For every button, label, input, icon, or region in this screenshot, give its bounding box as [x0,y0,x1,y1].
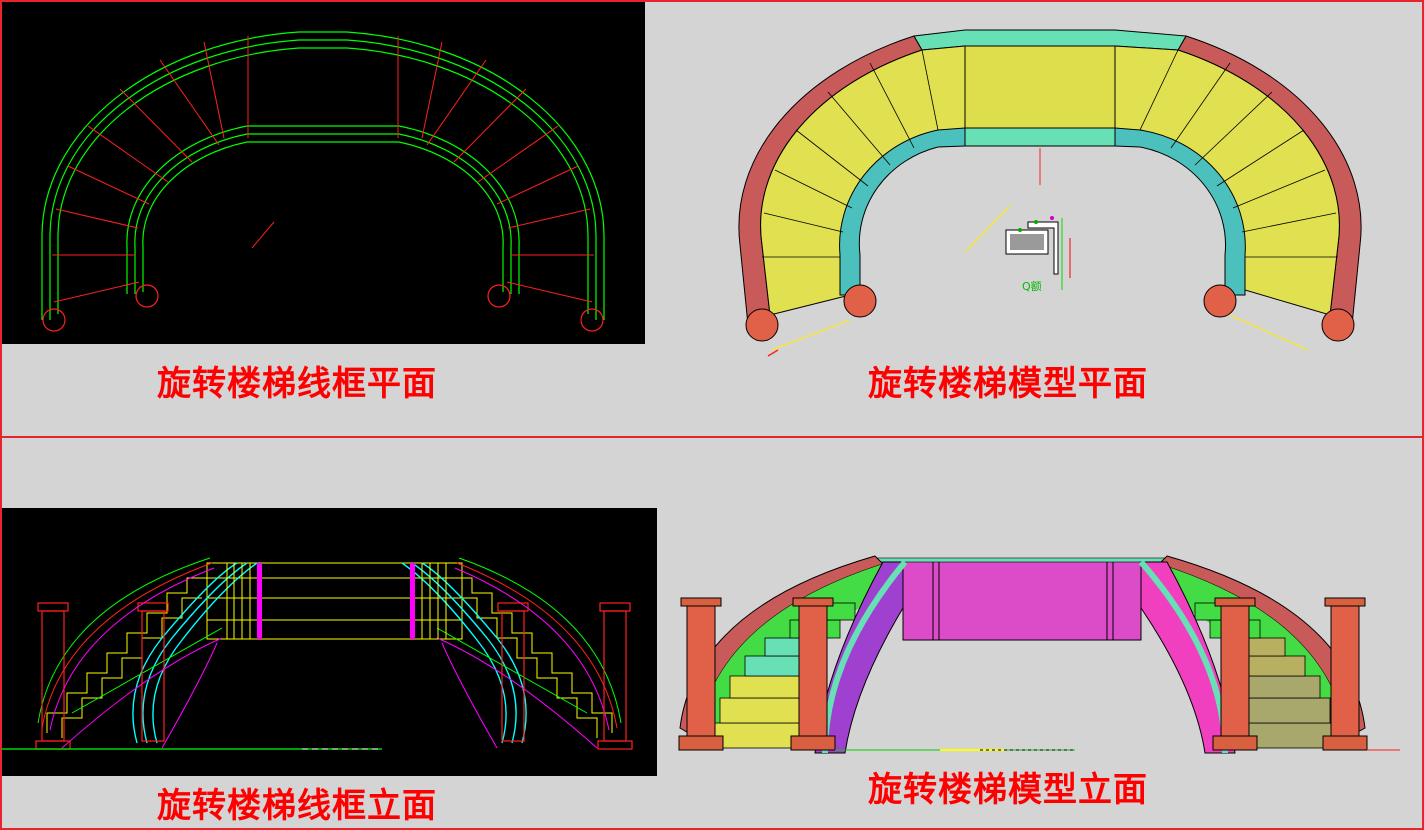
model-plan-caption: 旋转楼梯模型平面 [868,364,1148,404]
model-plan-drawing: Q额 [738,29,1362,357]
wireframe-plan-panel [2,2,645,344]
newel-posts [42,284,604,332]
tread-lines [52,36,594,303]
wireframe-elevation-caption: 旋转楼梯线框立面 [157,786,437,826]
model-elevation-panel [675,548,1405,758]
model-elevation-caption: 旋转楼梯模型立面 [868,770,1148,810]
landing [964,45,1116,143]
model-newel-posts [745,284,1355,342]
outer-rail-line [49,39,597,320]
section-detail [1005,216,1071,290]
outer-rail-line [57,47,589,314]
wireframe-plan-caption: 旋转楼梯线框平面 [157,364,437,404]
model-columns [678,597,1368,751]
wireframe-plan-drawing [41,31,605,332]
model-tread-lines [762,49,1338,258]
wire-columns [35,602,633,750]
outer-rail-line [41,31,605,320]
inner-rail-line [142,141,504,292]
row-divider [2,436,1422,438]
inner-rail-landing [964,127,1116,147]
wireframe-elevation-panel [2,508,657,776]
inner-rail [839,127,1246,296]
model-elevation-drawing [678,555,1400,754]
wireframe-elevation-drawing [2,557,633,750]
guide-lines [771,205,1309,351]
detail-label: Q额 [1022,280,1042,293]
model-plan-panel: Q额 [700,10,1400,360]
inner-rail-line [126,125,520,294]
inner-rail-line [134,133,512,294]
